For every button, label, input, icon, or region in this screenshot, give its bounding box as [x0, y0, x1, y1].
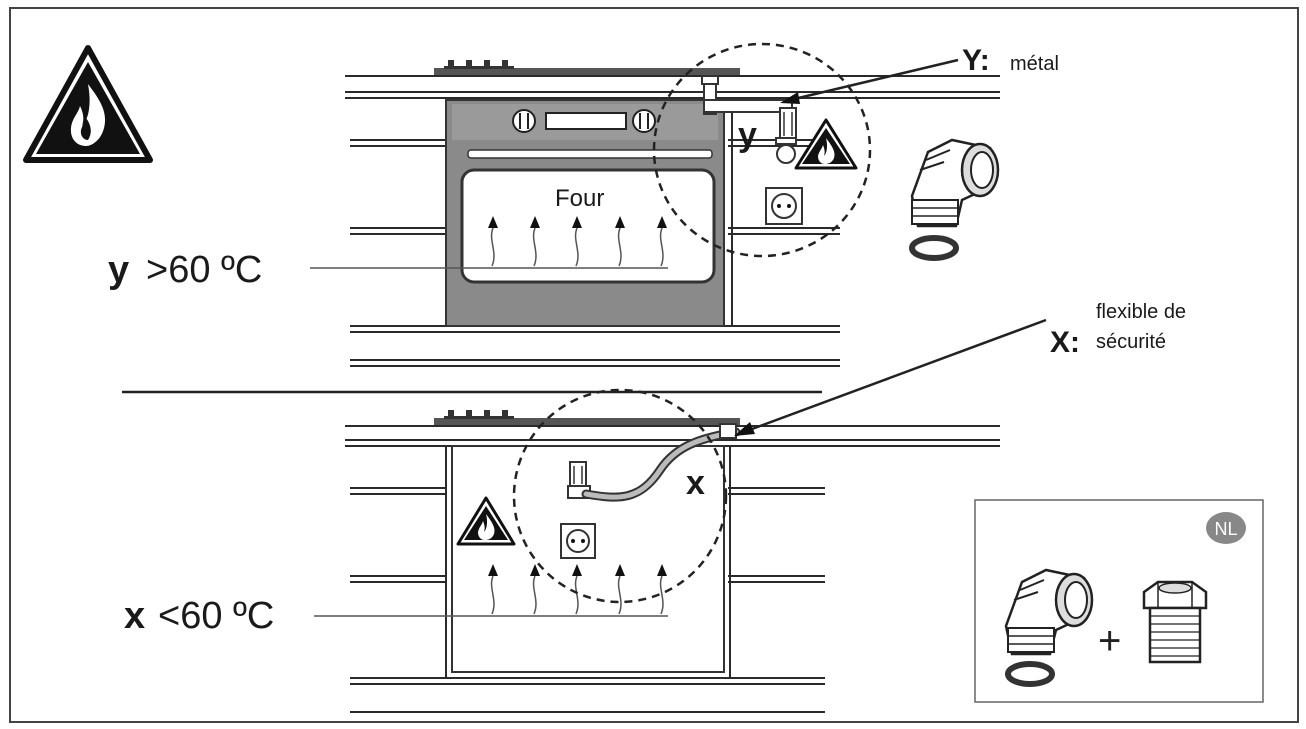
seal-ring-icon-upper	[909, 235, 959, 261]
metal-pipe-y	[701, 75, 797, 164]
hob-knobs-lower	[444, 410, 514, 419]
hob-knobs	[444, 60, 514, 69]
upper-kitchen-scene: Four y	[310, 42, 1000, 367]
x-hose-line2: sécurité	[1096, 331, 1166, 353]
main-flame-warning-icon	[23, 45, 153, 163]
straight-connector-icon	[1142, 580, 1208, 664]
upper-detail-circle	[652, 42, 872, 258]
x-small-label: x	[686, 464, 705, 502]
nl-badge	[1206, 512, 1246, 544]
lower-detail-circle	[512, 388, 728, 604]
lower-electric-socket-icon	[560, 523, 596, 559]
y-metal-key: Y:	[962, 44, 990, 77]
diagram-frame	[9, 7, 1299, 723]
y-temp-letter: y	[108, 249, 129, 291]
heat-arrows-upper	[488, 216, 667, 267]
upper-flame-warning-icon	[794, 118, 858, 170]
x-hose-line1: flexible de	[1096, 301, 1186, 323]
lower-flame-warning-icon	[456, 496, 516, 546]
elbow-connector-icon	[1004, 568, 1094, 656]
upper-electric-socket-icon	[765, 187, 803, 225]
oven-label: Four	[555, 185, 604, 212]
seal-ring-icon	[1005, 661, 1055, 687]
y-small-label: y	[738, 116, 757, 154]
y-metal-arrow	[780, 58, 959, 104]
elbow-connector-icon-upper	[910, 138, 1000, 228]
lower-cabinet	[451, 445, 725, 673]
y-temp-text: >60 ºC	[146, 249, 262, 291]
x-temp-letter: x	[124, 595, 145, 637]
nl-parts-box: NL +	[974, 499, 1264, 703]
oven-controls	[512, 109, 656, 133]
x-hose-key: X:	[1050, 326, 1080, 359]
x-hose-arrow	[734, 318, 1047, 436]
heat-arrows-lower	[488, 564, 667, 615]
lower-kitchen-scene: x	[314, 318, 1047, 713]
nl-badge-text: NL	[1214, 519, 1237, 539]
plus-sign: +	[1098, 619, 1121, 663]
y-metal-text: métal	[1010, 53, 1059, 75]
x-temp-text: <60 ºC	[158, 595, 274, 637]
